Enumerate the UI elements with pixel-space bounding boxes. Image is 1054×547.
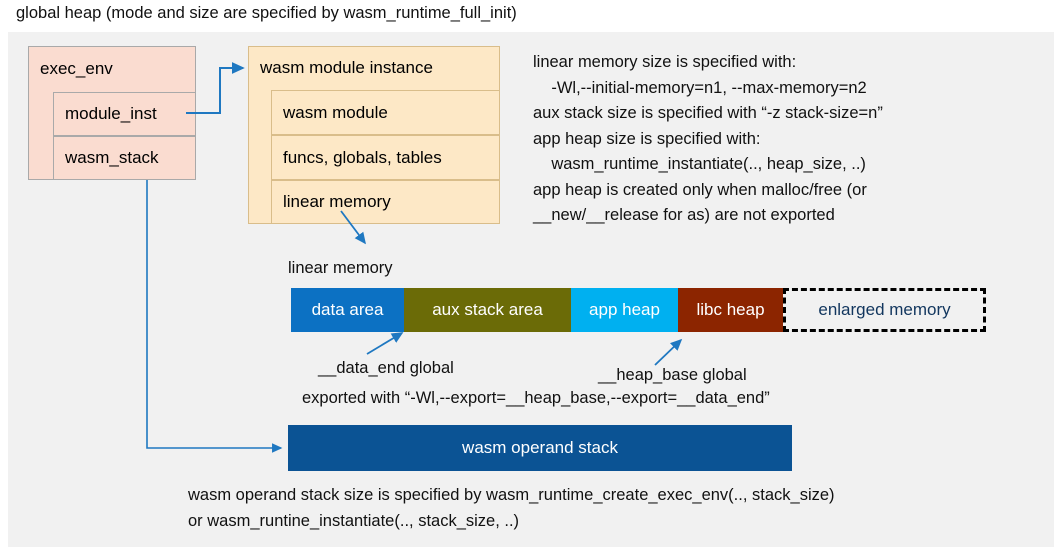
module-instance-row-linear-memory: linear memory xyxy=(283,192,391,211)
annotation-heap-base: __heap_base global xyxy=(598,366,747,384)
module-instance-row-module-box xyxy=(271,90,500,135)
exec-env-header: exec_env xyxy=(40,59,113,78)
notes-text: linear memory size is specified with: -W… xyxy=(533,53,883,224)
memory-segment-enlarged-memory: enlarged memory xyxy=(783,288,986,332)
page-title: global heap (mode and size are specified… xyxy=(16,4,517,22)
memory-segment-data-area: data area xyxy=(291,288,404,332)
memory-segment-libc-heap: libc heap xyxy=(678,288,783,332)
annotation-exported: exported with “-Wl,--export=__heap_base,… xyxy=(302,389,770,407)
module-instance-row-module: wasm module xyxy=(283,102,388,122)
operand-stack-bar: wasm operand stack xyxy=(288,425,792,471)
memory-segment-app-heap: app heap xyxy=(571,288,678,332)
module-instance-row-funcs-box xyxy=(271,135,500,180)
exec-env-row-module-inst: module_inst xyxy=(65,104,157,123)
module-instance-row-linear-memory-box xyxy=(271,180,500,224)
exec-env-row-wasm-stack: wasm_stack xyxy=(65,148,159,167)
annotation-data-end: __data_end global xyxy=(318,359,454,377)
module-instance-row-funcs: funcs, globals, tables xyxy=(283,147,442,167)
operand-stack-caption: wasm operand stack size is specified by … xyxy=(188,486,835,530)
module-instance-header: wasm module instance xyxy=(260,58,433,77)
exec-env-row-wasm-stack-box xyxy=(53,136,196,180)
exec-env-row-module-inst-box xyxy=(53,92,196,136)
linear-memory-bar-label: linear memory xyxy=(288,259,393,277)
memory-segment-aux-stack-area: aux stack area xyxy=(404,288,571,332)
